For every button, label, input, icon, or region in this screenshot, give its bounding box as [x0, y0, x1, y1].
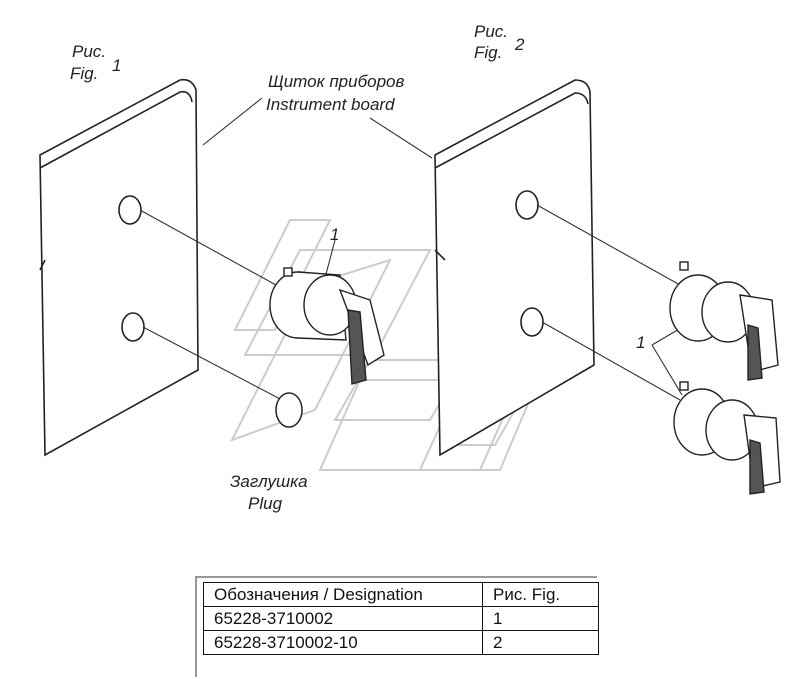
table-row: 65228-3710002-10 2: [203, 630, 599, 655]
panel-hole: [121, 312, 145, 342]
designation-table: Обозначения / Designation Рис. Fig. 6522…: [203, 582, 599, 655]
instrument-board-label-en: Instrument board: [266, 95, 395, 114]
light-switch-fig2-upper: [669, 261, 779, 381]
header-designation: Обозначения / Designation: [203, 582, 483, 607]
light-switch-fig2-lower: [673, 381, 781, 495]
fig1-label-en: Fig.: [70, 64, 99, 83]
plug-label-en: Plug: [248, 494, 283, 513]
cell-fig: 1: [482, 606, 599, 631]
instrument-board-fig2: [434, 79, 595, 457]
light-switch-fig1: [269, 267, 385, 385]
fig2-label-ru: Рис.: [474, 22, 509, 41]
header-fig: Рис. Fig.: [482, 582, 599, 607]
fig1-label-ru: Рис.: [72, 42, 107, 61]
table-frame: [195, 576, 597, 677]
fig1-number: 1: [112, 56, 122, 75]
panel-hole: [118, 195, 142, 225]
plug-label-ru: Заглушка: [230, 472, 308, 491]
leader-lines: [139, 97, 687, 401]
panel-hole: [515, 190, 539, 220]
callout-switch-fig1: 1: [330, 225, 340, 244]
table-header-row: Обозначения / Designation Рис. Fig.: [203, 582, 599, 607]
fig2-label-en: Fig.: [474, 43, 503, 62]
cell-designation: 65228-3710002: [203, 606, 483, 631]
instrument-board-label-ru: Щиток приборов: [268, 72, 405, 91]
plug-part: [275, 392, 303, 428]
panel-hole: [520, 307, 544, 337]
table-row: 65228-3710002 1: [203, 606, 599, 631]
cell-designation: 65228-3710002-10: [203, 630, 483, 655]
fig2-number: 2: [515, 35, 525, 54]
callout-switch-fig2: 1: [636, 333, 646, 352]
instrument-board-fig1: [39, 78, 199, 457]
cell-fig: 2: [482, 630, 599, 655]
